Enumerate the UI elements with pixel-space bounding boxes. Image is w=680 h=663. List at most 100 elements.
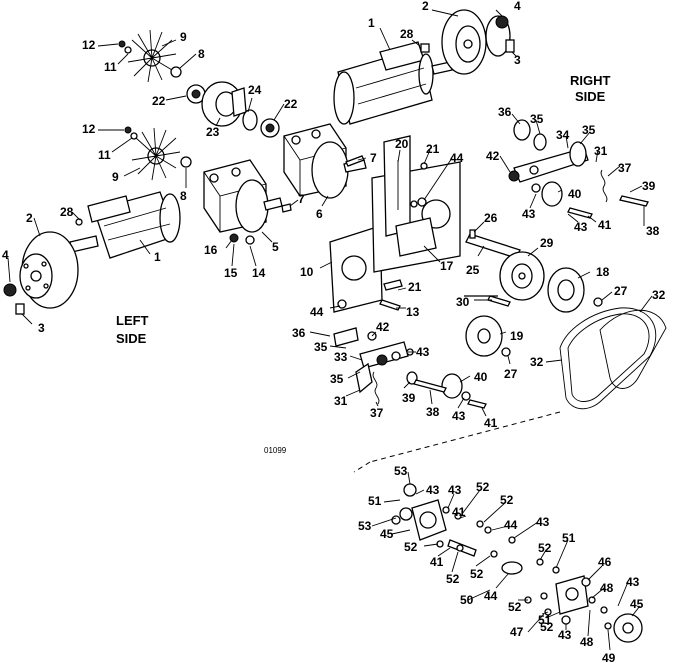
callout-43: 43 — [448, 483, 462, 497]
callout-33: 33 — [334, 350, 348, 364]
leader-dashes — [353, 411, 561, 473]
drive-belts — [559, 307, 667, 410]
callout-53: 53 — [394, 464, 408, 478]
callout-38: 38 — [646, 224, 660, 238]
callout-9: 9 — [180, 30, 187, 44]
callout-13: 13 — [406, 305, 420, 319]
idler-arm-lower — [333, 327, 487, 409]
callout-27: 27 — [614, 284, 628, 298]
pulleys-right — [464, 229, 603, 357]
callout-11: 11 — [104, 60, 117, 74]
callout-leaders — [7, 9, 653, 651]
callout-35: 35 — [530, 112, 544, 126]
callout-27: 27 — [504, 367, 518, 381]
callout-30: 30 — [456, 295, 470, 309]
callout-42: 42 — [376, 320, 390, 334]
frame-hardware — [281, 155, 511, 311]
fan-lower — [124, 126, 192, 181]
callout-44: 44 — [450, 151, 464, 165]
callout-34: 34 — [556, 128, 570, 142]
callout-7: 7 — [370, 151, 377, 165]
callout-3: 3 — [38, 321, 45, 335]
callout-19: 19 — [510, 329, 524, 343]
right-side-label-line2: SIDE — [575, 89, 606, 104]
callout-42: 42 — [486, 149, 500, 163]
callout-5: 5 — [272, 240, 279, 254]
bottom-subassembly — [391, 483, 643, 643]
callout-8: 8 — [180, 189, 187, 203]
callout-31: 31 — [594, 144, 608, 158]
callout-1: 1 — [368, 16, 375, 30]
callout-6: 6 — [316, 207, 323, 221]
callout-29: 29 — [540, 236, 554, 250]
callout-7: 7 — [298, 192, 305, 206]
callout-24: 24 — [248, 83, 262, 97]
motor-right — [333, 41, 453, 125]
left-side-label-line1: LEFT — [116, 313, 149, 328]
callout-52: 52 — [446, 572, 460, 586]
callout-37: 37 — [370, 406, 384, 420]
callout-38: 38 — [426, 405, 440, 419]
callout-41: 41 — [452, 505, 466, 519]
callout-2: 2 — [422, 0, 429, 13]
callout-18: 18 — [596, 265, 610, 279]
callout-8: 8 — [198, 47, 205, 61]
callout-52: 52 — [540, 620, 554, 634]
callout-51: 51 — [368, 494, 382, 508]
callout-21: 21 — [408, 280, 422, 294]
callout-31: 31 — [334, 394, 348, 408]
callout-47: 47 — [510, 625, 524, 639]
callout-43: 43 — [416, 345, 430, 359]
callout-25: 25 — [466, 263, 480, 277]
callout-16: 16 — [204, 243, 218, 257]
callout-1: 1 — [154, 250, 161, 264]
callout-51: 51 — [562, 531, 576, 545]
callout-45: 45 — [380, 527, 394, 541]
right-side-label-line1: RIGHT — [570, 73, 611, 88]
callout-12: 12 — [82, 122, 96, 136]
callout-35: 35 — [314, 340, 328, 354]
callout-9: 9 — [112, 170, 119, 184]
callout-14: 14 — [252, 266, 266, 280]
callout-32: 32 — [652, 288, 666, 302]
drawing-code: 01099 — [264, 446, 287, 455]
idler-arm-upper — [508, 119, 649, 219]
callout-17: 17 — [440, 259, 454, 273]
sheave-left — [3, 231, 79, 315]
callout-43: 43 — [522, 207, 536, 221]
callout-41: 41 — [598, 218, 612, 232]
callout-37: 37 — [618, 161, 632, 175]
callout-26: 26 — [484, 211, 498, 225]
callout-39: 39 — [642, 179, 656, 193]
callout-50: 50 — [460, 593, 474, 607]
sheave-right — [420, 9, 515, 75]
callout-20: 20 — [395, 137, 409, 151]
callout-43: 43 — [558, 628, 572, 642]
callout-23: 23 — [206, 125, 220, 139]
callout-41: 41 — [430, 555, 444, 569]
callout-49: 49 — [602, 651, 616, 663]
gearbox-right — [283, 123, 367, 199]
callout-36: 36 — [292, 326, 306, 340]
callout-52: 52 — [404, 540, 418, 554]
gearbox-left — [203, 159, 283, 245]
callout-12: 12 — [82, 38, 96, 52]
callout-22: 22 — [284, 97, 298, 111]
callout-10: 10 — [300, 265, 314, 279]
callout-2: 2 — [26, 211, 33, 225]
callout-21: 21 — [426, 142, 440, 156]
callout-35: 35 — [582, 123, 596, 137]
bearing-set-upper — [186, 81, 280, 138]
callout-39: 39 — [402, 391, 416, 405]
callout-4: 4 — [514, 0, 521, 13]
callout-52: 52 — [508, 600, 522, 614]
callout-46: 46 — [598, 555, 612, 569]
callout-43: 43 — [536, 515, 550, 529]
motor-left — [69, 191, 181, 259]
callout-15: 15 — [224, 266, 238, 280]
callout-28: 28 — [60, 205, 74, 219]
callout-3: 3 — [514, 53, 521, 67]
callout-32: 32 — [530, 355, 544, 369]
callout-48: 48 — [600, 581, 614, 595]
callout-28: 28 — [400, 27, 414, 41]
